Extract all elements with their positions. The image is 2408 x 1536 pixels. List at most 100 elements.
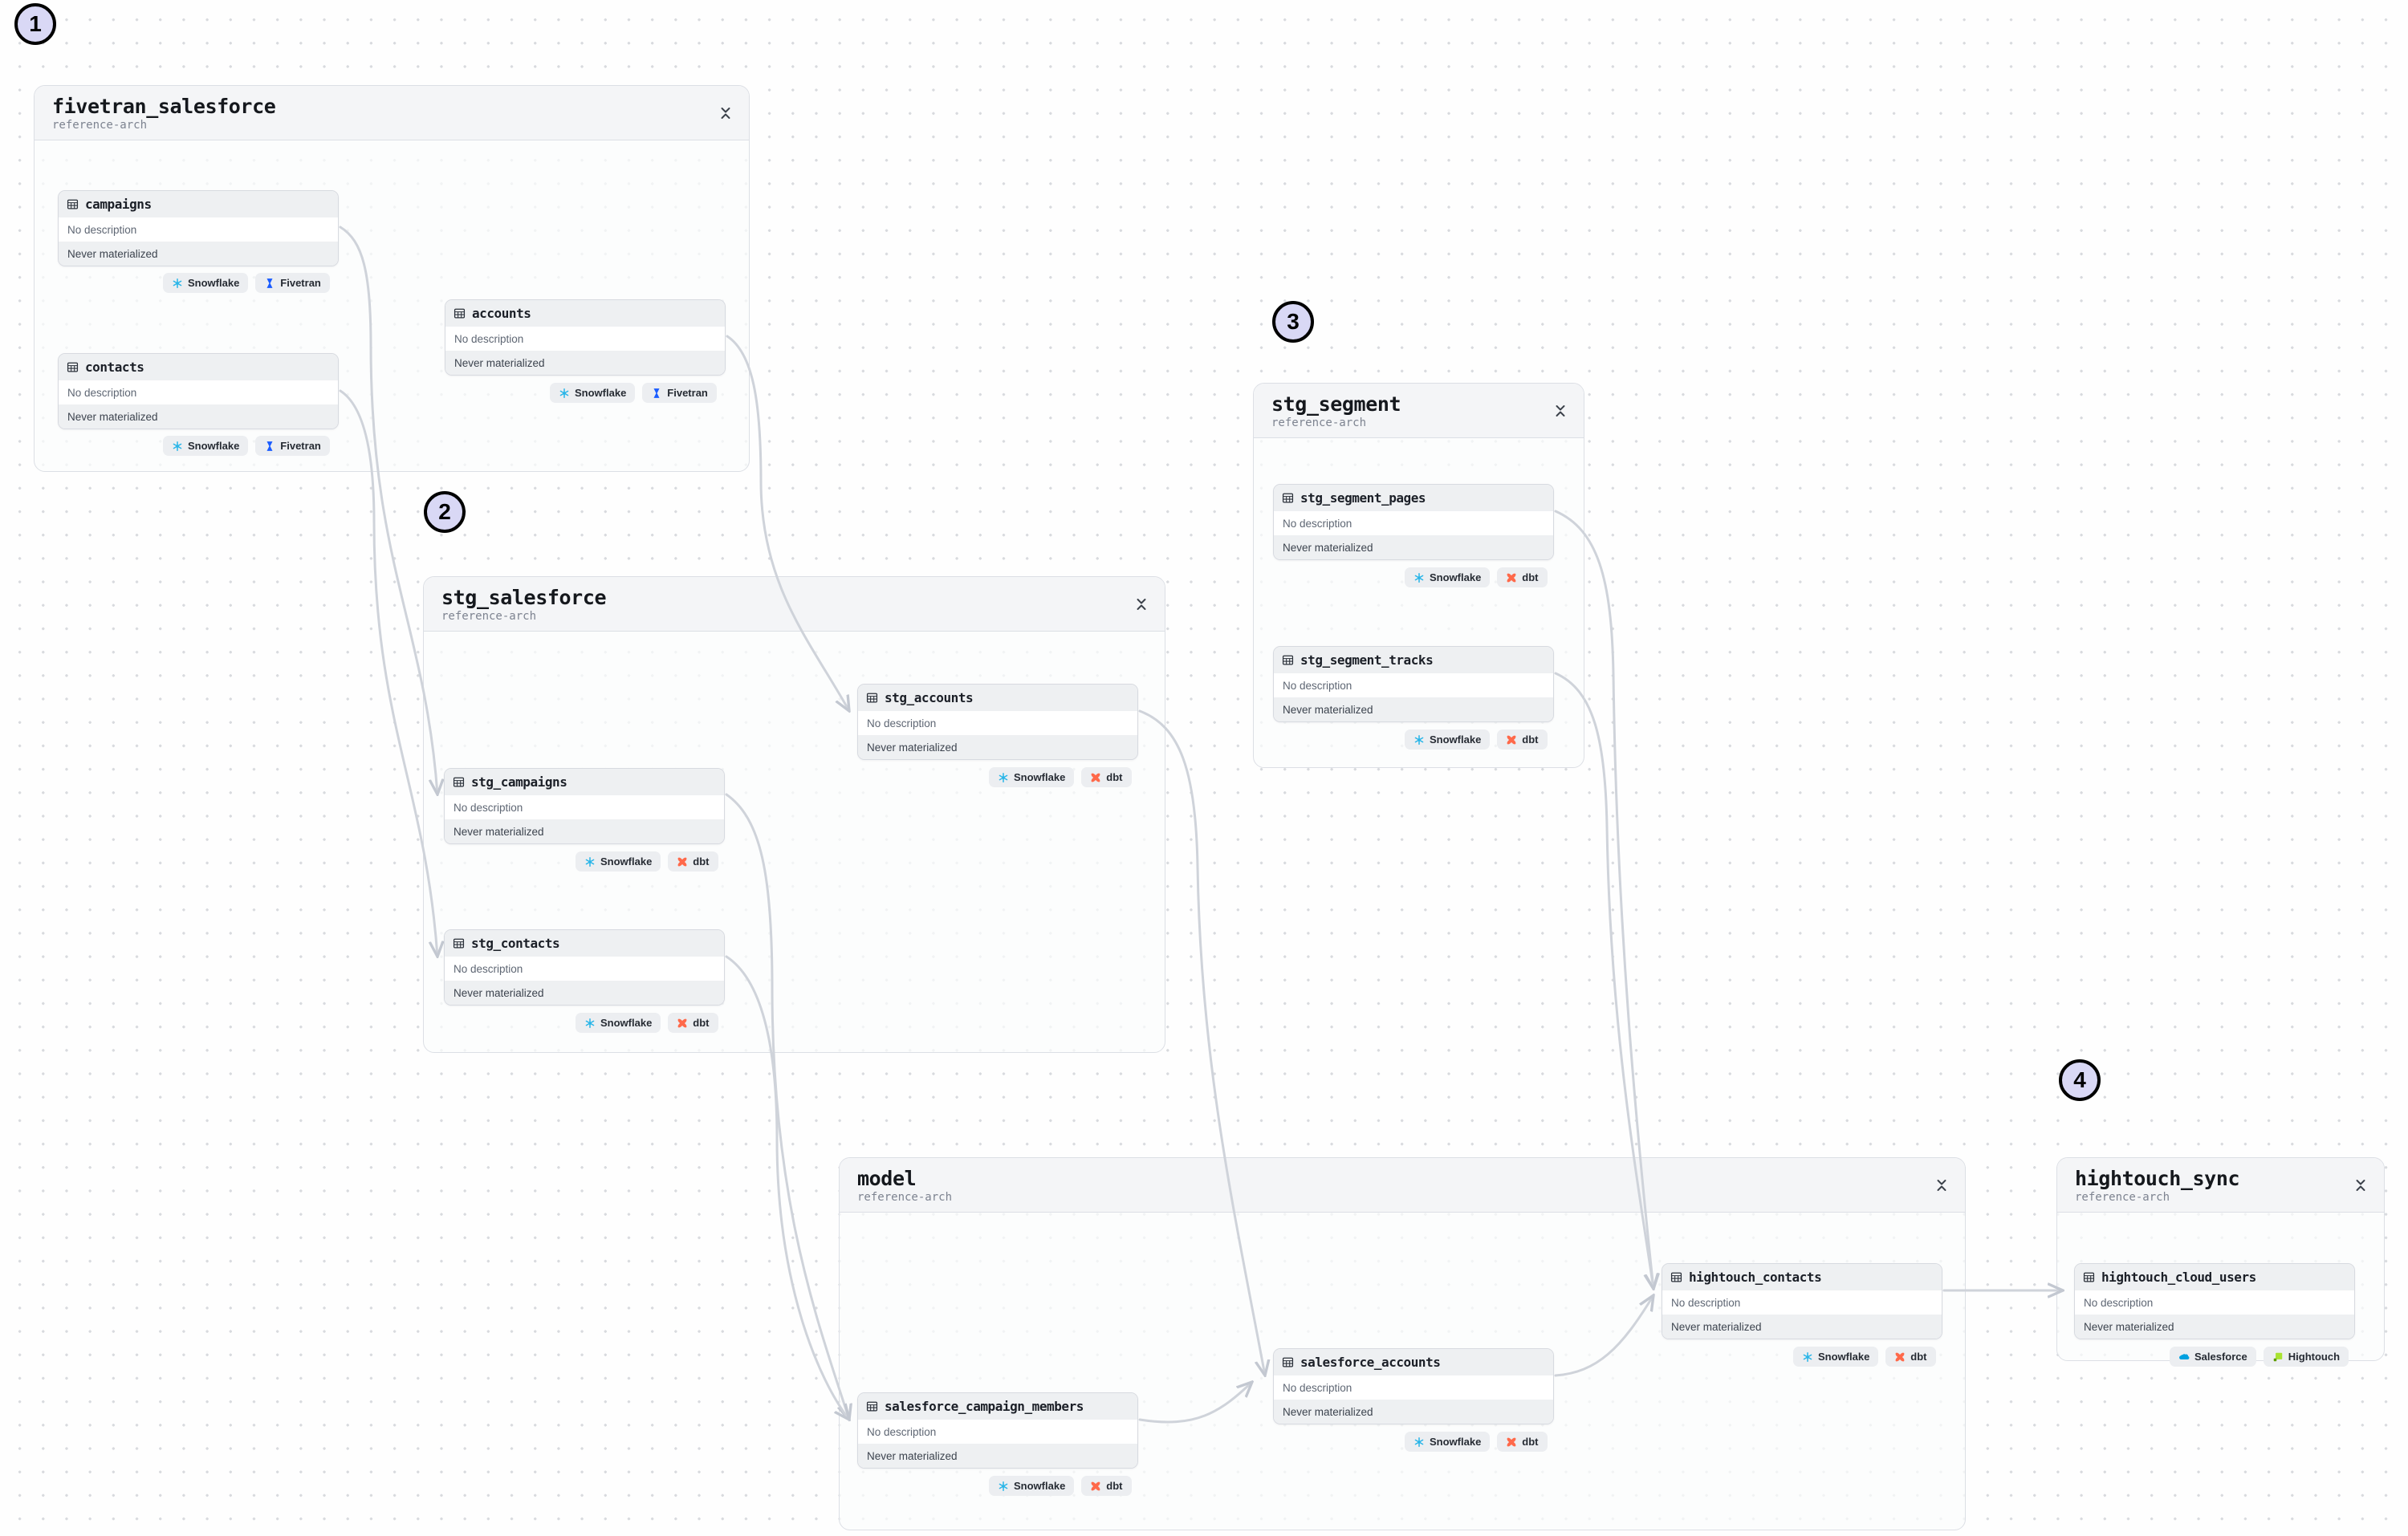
badge-snowflake[interactable]: Snowflake [576, 1013, 661, 1033]
node-materialization: Never materialized [59, 242, 338, 266]
badge-salesforce[interactable]: Salesforce [2170, 1347, 2256, 1367]
group-title: model [857, 1167, 917, 1190]
table-icon [1670, 1272, 1682, 1282]
badge-dbt[interactable]: dbt [1497, 567, 1548, 587]
snowflake-icon [173, 278, 182, 288]
badge-label: Snowflake [1430, 1436, 1482, 1448]
node-materialization: Never materialized [445, 981, 724, 1005]
badge-row-salesforce_accounts: Snowflake dbt [1405, 1432, 1548, 1452]
dbt-icon [677, 1018, 687, 1027]
snowflake-icon [1803, 1351, 1812, 1362]
collapse-button-model[interactable] [1934, 1177, 1949, 1193]
collapse-button-stg_salesforce[interactable] [1134, 596, 1149, 612]
badge-dbt[interactable]: dbt [668, 851, 718, 872]
snowflake-icon [1414, 734, 1424, 745]
collapse-vertical-icon[interactable] [1134, 596, 1149, 612]
node-materialization: Never materialized [1274, 697, 1553, 721]
badge-dbt[interactable]: dbt [668, 1013, 718, 1033]
node-title: hightouch_cloud_users [2101, 1270, 2256, 1285]
node-header-campaigns: campaigns [59, 191, 338, 217]
badge-row-accounts: Snowflake Fivetran [550, 383, 717, 403]
badge-dbt[interactable]: dbt [1081, 767, 1132, 787]
badge-label: Snowflake [600, 855, 653, 868]
node-description: No description [445, 957, 724, 981]
node-description: No description [858, 711, 1137, 735]
badge-snowflake[interactable]: Snowflake [1405, 729, 1491, 750]
node-materialization: Never materialized [858, 1444, 1137, 1468]
badge-label: dbt [1106, 1480, 1123, 1492]
node-title: stg_campaigns [471, 774, 567, 790]
collapse-vertical-icon[interactable] [2353, 1177, 2368, 1193]
badge-fivetran[interactable]: Fivetran [642, 383, 717, 403]
dbt-icon [1091, 773, 1100, 782]
collapse-button-stg_segment[interactable] [1553, 403, 1568, 419]
node-header-hightouch_contacts: hightouch_contacts [1662, 1264, 1942, 1290]
node-header-hightouch_cloud_users: hightouch_cloud_users [2075, 1264, 2354, 1290]
dbt-icon [1507, 735, 1516, 744]
badge-dbt[interactable]: dbt [1081, 1476, 1132, 1496]
collapse-vertical-icon[interactable] [1934, 1177, 1949, 1193]
table-icon [2083, 1272, 2095, 1282]
badge-snowflake[interactable]: Snowflake [1405, 567, 1491, 587]
table-icon [453, 777, 465, 787]
badge-snowflake[interactable]: Snowflake [550, 383, 636, 403]
badge-dbt[interactable]: dbt [1497, 1432, 1548, 1452]
node-title: salesforce_accounts [1300, 1355, 1441, 1370]
badge-row-stg_campaigns: Snowflake dbt [576, 851, 718, 872]
badge-snowflake[interactable]: Snowflake [163, 273, 249, 293]
node-materialization: Never materialized [2075, 1315, 2354, 1339]
badge-label: dbt [1522, 571, 1539, 583]
badge-dbt[interactable]: dbt [1497, 729, 1548, 750]
badge-fivetran[interactable]: Fivetran [255, 273, 330, 293]
snowflake-icon [1414, 1436, 1424, 1447]
badge-dbt[interactable]: dbt [1885, 1347, 1936, 1367]
badge-fivetran[interactable]: Fivetran [255, 436, 330, 456]
badge-label: dbt [1910, 1351, 1927, 1363]
node-header-stg_segment_tracks: stg_segment_tracks [1274, 647, 1553, 673]
node-materialization: Never materialized [1274, 535, 1553, 559]
badge-label: Snowflake [1818, 1351, 1870, 1363]
group-title: fivetran_salesforce [52, 95, 276, 118]
dbt-icon [677, 857, 687, 866]
badge-row-stg_segment_tracks: Snowflake dbt [1405, 729, 1548, 750]
node-description: No description [1274, 1375, 1553, 1400]
node-header-stg_campaigns: stg_campaigns [445, 769, 724, 795]
badge-snowflake[interactable]: Snowflake [163, 436, 249, 456]
collapse-button-hightouch_sync[interactable] [2353, 1177, 2368, 1193]
badge-row-hightouch_cloud_users: Salesforce Hightouch [2170, 1347, 2349, 1367]
node-description: No description [445, 327, 725, 351]
badge-snowflake[interactable]: Snowflake [989, 1476, 1075, 1496]
badge-label: Snowflake [575, 387, 627, 399]
collapse-vertical-icon[interactable] [1553, 403, 1568, 419]
collapse-vertical-icon[interactable] [718, 105, 733, 121]
badge-snowflake[interactable]: Snowflake [1405, 1432, 1491, 1452]
collapse-button-fivetran_salesforce[interactable] [718, 105, 733, 121]
badge-snowflake[interactable]: Snowflake [1793, 1347, 1879, 1367]
node-materialization: Never materialized [445, 351, 725, 375]
node-materialization: Never materialized [59, 404, 338, 429]
node-title: campaigns [85, 197, 152, 212]
badge-snowflake[interactable]: Snowflake [576, 851, 661, 872]
badge-snowflake[interactable]: Snowflake [989, 767, 1075, 787]
salesforce-icon [2179, 1353, 2190, 1359]
node-description: No description [2075, 1290, 2354, 1315]
badge-label: Snowflake [1014, 1480, 1066, 1492]
badge-hightouch[interactable]: Hightouch [2263, 1347, 2349, 1367]
node-description: No description [445, 795, 724, 819]
